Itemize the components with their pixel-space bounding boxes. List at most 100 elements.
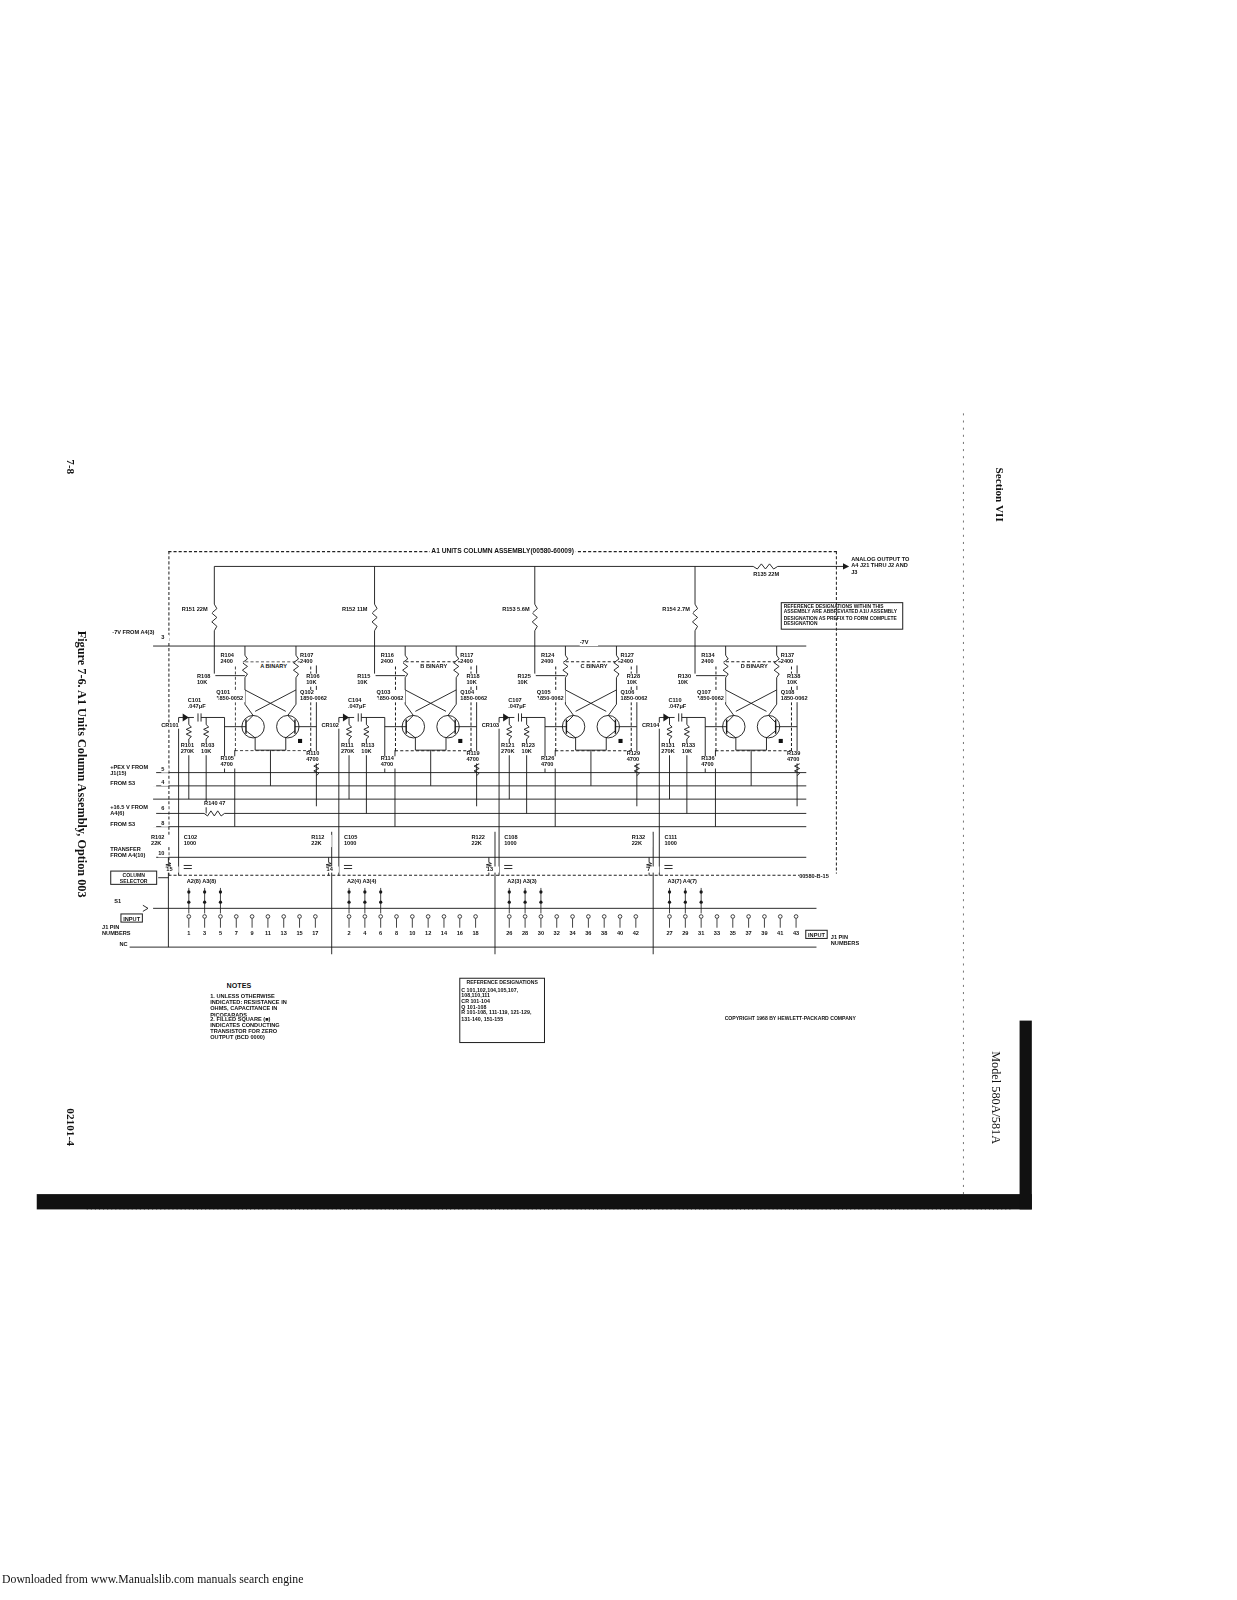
label: R123 10K xyxy=(522,743,539,755)
pin-number: 31 xyxy=(695,931,707,937)
diode-symbol xyxy=(183,713,189,721)
node-text: INPUT xyxy=(807,932,825,938)
pin-symbol xyxy=(363,915,367,919)
label: C111 1000 xyxy=(664,835,686,847)
label: CR103 xyxy=(482,723,504,729)
pin-number: 14 xyxy=(438,931,450,937)
transistor-base-bar xyxy=(566,720,615,734)
selector-line xyxy=(120,908,816,947)
pin-lead xyxy=(204,919,205,928)
pin-lead xyxy=(764,919,765,928)
label: 10 xyxy=(158,851,168,857)
label: R110 4700 xyxy=(306,751,328,763)
contact-dot xyxy=(668,890,671,893)
label: R122 22K xyxy=(472,835,492,847)
binary-box: A BINARY xyxy=(235,661,312,751)
label: Q104 1850-0062 xyxy=(460,690,489,702)
pin-lead xyxy=(556,919,557,928)
contact-dot xyxy=(539,901,542,904)
pin-symbol xyxy=(203,915,207,919)
collector-right xyxy=(288,646,299,723)
label: R137 2400 xyxy=(781,653,803,665)
pin-number: 13 xyxy=(278,931,290,937)
pin-lead xyxy=(252,919,253,928)
contact-dot xyxy=(508,901,511,904)
label: R103 10K xyxy=(201,743,218,755)
pin-lead xyxy=(396,919,397,928)
pin-symbol xyxy=(763,915,767,919)
label: R152 11M xyxy=(342,607,373,613)
pin-number: 29 xyxy=(679,931,691,937)
label: C101 .047μF xyxy=(188,698,219,710)
label: R113 10K xyxy=(361,743,378,755)
pin-symbol xyxy=(634,915,638,919)
bus-line xyxy=(153,785,806,786)
pin-lead xyxy=(236,919,237,928)
resistor-symbol xyxy=(364,717,369,813)
pin-number: 5 xyxy=(214,931,226,937)
label: A2(8) A3(8) xyxy=(187,879,236,885)
label: CR102 xyxy=(321,723,343,729)
pin-lead xyxy=(525,919,526,928)
output-resistor xyxy=(372,566,405,675)
contact-dot xyxy=(684,901,687,904)
pin-number: 39 xyxy=(758,931,770,937)
label: -7V FROM A4(3) xyxy=(112,630,155,636)
capacitor-symbol xyxy=(664,865,672,868)
label: FROM S3 xyxy=(110,822,156,828)
output-resistor xyxy=(692,566,725,675)
capacitor-symbol xyxy=(184,865,192,868)
node-text: A1 UNITS COLUMN ASSEMBLY(00580-60009) xyxy=(429,547,576,554)
label: +16.5 V FROM A4(6) xyxy=(110,805,156,817)
transistor-base-bar xyxy=(406,720,455,734)
trigger-capacitor xyxy=(659,713,705,721)
label: R102 22K xyxy=(151,835,171,847)
pin-lead xyxy=(364,919,365,928)
collector-left xyxy=(563,646,574,723)
pin-symbol xyxy=(587,915,591,919)
conducting-marker xyxy=(618,739,622,743)
pin-symbol xyxy=(379,915,383,919)
contact-dot xyxy=(187,901,190,904)
pin-lead xyxy=(443,919,444,928)
capacitor-symbol xyxy=(504,865,512,868)
pin-symbol xyxy=(507,915,511,919)
pin-number: 41 xyxy=(774,931,786,937)
label: R115 10K xyxy=(357,674,375,686)
label: R134 2400 xyxy=(701,653,723,665)
resistor-symbol xyxy=(186,717,191,799)
conducting-marker xyxy=(298,739,302,743)
capacitor-symbol xyxy=(344,865,352,868)
label: R131 270K xyxy=(661,743,681,755)
contact-dot xyxy=(363,901,366,904)
cross-coupling xyxy=(245,690,296,711)
node-text: REFERENCE DESIGNATIONS WITHIN THIS ASSEM… xyxy=(784,604,900,625)
arrowhead xyxy=(843,563,849,569)
contact-dot xyxy=(684,890,687,893)
label: C108 1000 xyxy=(504,835,526,847)
pin-number: 43 xyxy=(790,931,802,937)
label: R101 270K xyxy=(181,743,201,755)
contact-dot xyxy=(203,890,206,893)
pin-symbol xyxy=(298,915,302,919)
node-text: B BINARY xyxy=(416,663,451,669)
label: C102 1000 xyxy=(184,835,206,847)
label: +PEX V FROM J1(15) xyxy=(110,764,156,776)
collector-right xyxy=(608,646,619,723)
pin-symbol xyxy=(715,915,719,919)
label: NOTES xyxy=(227,982,268,990)
contact-dot xyxy=(379,890,382,893)
pin-symbol xyxy=(539,915,543,919)
pin-lead xyxy=(604,919,605,928)
label: R135 22M xyxy=(753,572,782,578)
contact-dot xyxy=(508,890,511,893)
label: R106 10K xyxy=(306,674,328,686)
pin-number: 37 xyxy=(742,931,754,937)
note-box: COLUMN SELECTOR xyxy=(110,871,157,885)
pin-lead xyxy=(780,919,781,928)
transistor-base-bar xyxy=(727,720,776,734)
collector-left xyxy=(723,646,734,723)
label: R140 47 xyxy=(204,801,228,807)
label: 1. UNLESS OTHERWISE INDICATED: RESISTANC… xyxy=(210,994,298,1018)
pin-symbol xyxy=(618,915,622,919)
